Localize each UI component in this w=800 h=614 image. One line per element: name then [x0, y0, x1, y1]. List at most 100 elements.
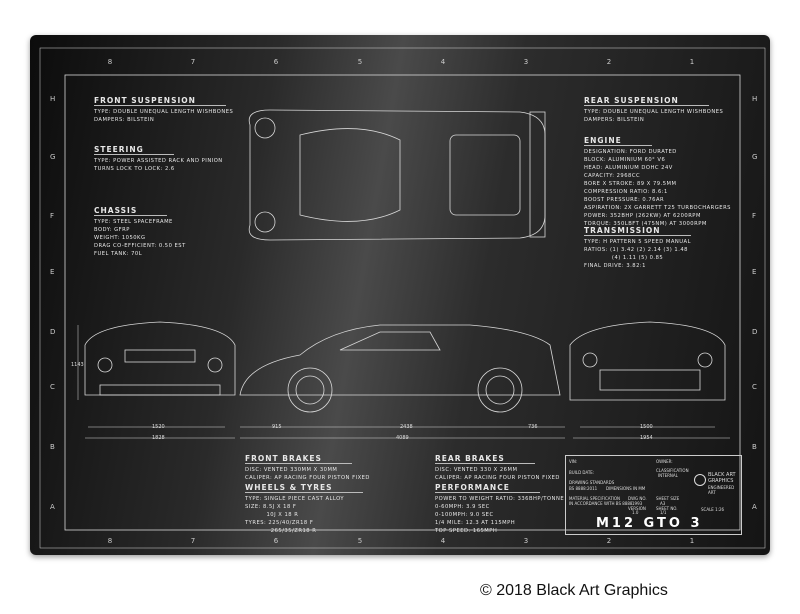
standard-value: BS 8888:2011 — [569, 486, 598, 491]
spec-transmission: TransmissionType: H pattern 5 Speed manu… — [584, 218, 691, 270]
dim-height: 1143 — [71, 362, 84, 368]
section-heading: Chassis — [94, 206, 168, 216]
grid-column-label: 3 — [523, 58, 529, 66]
material-note: In accordance with BS 8888 — [569, 501, 633, 506]
grid-column-label: 7 — [190, 58, 196, 66]
sheet-no-label: Sheet No. — [656, 506, 678, 511]
rear-view-car — [569, 321, 726, 401]
top-view-car — [248, 109, 546, 241]
spec-line: Disc: Vented 330 x 26mm — [435, 467, 518, 473]
dim-front-width: 1828 — [152, 435, 165, 441]
grid-column-label: 6 — [273, 58, 279, 66]
section-heading: Rear Brakes — [435, 454, 535, 464]
spec-line: Capacity: 2968cc — [584, 173, 641, 179]
spec-line: Weight: 1050kg — [94, 235, 146, 241]
spec-line: Type: H pattern 5 Speed manual — [584, 239, 691, 245]
dimension-lines — [77, 325, 730, 439]
dim-front-overhang: 915 — [272, 424, 282, 430]
grid-row-label: C — [50, 383, 55, 391]
section-heading: Wheels & Tyres — [245, 483, 363, 493]
spec-line: Boost Pressure: 0.76ar — [584, 197, 665, 203]
spec-line: (4) 1.11 (5) 0.85 — [584, 255, 664, 261]
spec-line: Dampers: Bilstein — [94, 117, 155, 123]
spec-line: Type: Double unequal length wishbones — [94, 109, 234, 115]
build-date-label: Build Date: — [569, 470, 595, 475]
spec-line: 0-100mph: 9.0 sec — [435, 512, 494, 518]
grid-column-label: 6 — [273, 537, 279, 545]
spec-line: Drag Co-efficient: 0.50 est — [94, 243, 186, 249]
spec-line: Top speed: 165mph — [435, 528, 498, 534]
grid-row-label: A — [752, 503, 757, 511]
grid-row-label: B — [50, 443, 55, 451]
spec-wheels-tyres: Wheels & TyresType: Single piece Cast al… — [245, 475, 363, 535]
grid-row-label: A — [50, 503, 55, 511]
dim-wheelbase: 2438 — [400, 424, 413, 430]
spec-front-suspension: Front SuspensionType: Double unequal len… — [94, 88, 233, 124]
grid-column-label: 2 — [606, 537, 612, 545]
spec-front-brakes: Front BrakesDisc: Vented 330mm x 30mmCal… — [245, 446, 370, 482]
grid-column-label: 4 — [440, 537, 446, 545]
spec-line: Size: 8.5J x 18 F — [245, 504, 297, 510]
dimensions-in: Dimensions in mm — [606, 486, 646, 491]
spec-line: Dampers: Bilstein — [584, 117, 645, 123]
grid-column-label: 7 — [190, 537, 196, 545]
grid-row-label: F — [752, 212, 757, 220]
spec-line: Body: GFRP — [94, 227, 130, 233]
grid-column-label: 3 — [523, 537, 529, 545]
spec-line: Designation: Ford Durated — [584, 149, 677, 155]
grid-row-label: G — [752, 153, 758, 161]
section-heading: Front Suspension — [94, 96, 226, 106]
grid-row-label: H — [50, 95, 56, 103]
spec-line: Head: Aluminium DOHC 24v — [584, 165, 673, 171]
side-view-car — [239, 324, 561, 413]
grid-column-label: 4 — [440, 58, 446, 66]
section-heading: Transmission — [584, 226, 691, 236]
spec-line: Fuel Tank: 70L — [94, 251, 143, 257]
inner-border — [64, 74, 741, 531]
outer-border — [39, 47, 766, 549]
spec-line: Power: 352bhp (262kW) at 6200rpm — [584, 213, 701, 219]
grid-column-label: 2 — [606, 58, 612, 66]
dim-rear-overhang: 736 — [528, 424, 538, 430]
material-label: Material Specification — [569, 496, 620, 501]
grid-row-label: G — [50, 153, 56, 161]
vin-label: VIN: — [569, 459, 578, 464]
spec-line: Type: Single piece Cast alloy — [245, 496, 345, 502]
scale: Scale 1:26 — [701, 507, 725, 512]
sheet-no: 1/1 — [660, 510, 667, 515]
grid-row-label: B — [752, 443, 757, 451]
spec-line: Caliper: AP Racing four piston fixed — [245, 475, 370, 481]
spec-line: Compression Ratio: 8.6:1 — [584, 189, 668, 195]
copyright: © 2018 Black Art Graphics — [480, 582, 668, 599]
spec-rear-suspension: Rear SuspensionType: Double unequal leng… — [584, 88, 723, 124]
spec-line: Tyres: 225/40/ZR18 F — [245, 520, 314, 526]
section-heading: Performance — [435, 483, 540, 493]
grid-column-label: 8 — [107, 537, 113, 545]
owner-label: Owner: — [656, 459, 673, 464]
brand-name: Black Art Graphics — [708, 472, 736, 484]
spec-line: Aspiration: 2x Garrett T25 Turbochargers — [584, 205, 731, 211]
grid-column-label: 8 — [107, 58, 113, 66]
spec-chassis: ChassisType: Steel spaceframeBody: GFRP W… — [94, 198, 186, 258]
grid-row-label: E — [752, 268, 757, 276]
grid-column-label: 1 — [689, 537, 695, 545]
dim-rear-track: 1500 — [640, 424, 653, 430]
spec-line: 0-60mph: 3.9 sec — [435, 504, 490, 510]
spec-rear-brakes: Rear BrakesDisc: Vented 330 x 26mmCalipe… — [435, 446, 560, 482]
version-label: Version — [628, 506, 646, 511]
model-title: M12 GTO 3 — [596, 516, 703, 531]
spec-line: Power to weight ratio: 336bhp/tonne — [435, 496, 565, 502]
spec-line: Turns lock to lock: 2.6 — [94, 166, 175, 172]
spec-line: 10J x 18 R — [245, 512, 299, 518]
dim-rear-width: 1954 — [640, 435, 653, 441]
classification-label: Classification — [656, 468, 689, 473]
classification-value: Internal — [658, 473, 678, 478]
spec-line: Type: Double unequal length wishbones — [584, 109, 724, 115]
spec-line: Type: Steel spaceframe — [94, 219, 173, 225]
grid-row-label: D — [752, 328, 758, 336]
front-view-car — [84, 321, 236, 396]
spec-engine: EngineDesignation: Ford DuratedBlock: Al… — [584, 128, 731, 228]
spec-steering: SteeringType: Power Assisted Rack and Pi… — [94, 137, 223, 173]
spec-line: Torque: 350lbft (475nm) at 3000rpm — [584, 221, 707, 227]
